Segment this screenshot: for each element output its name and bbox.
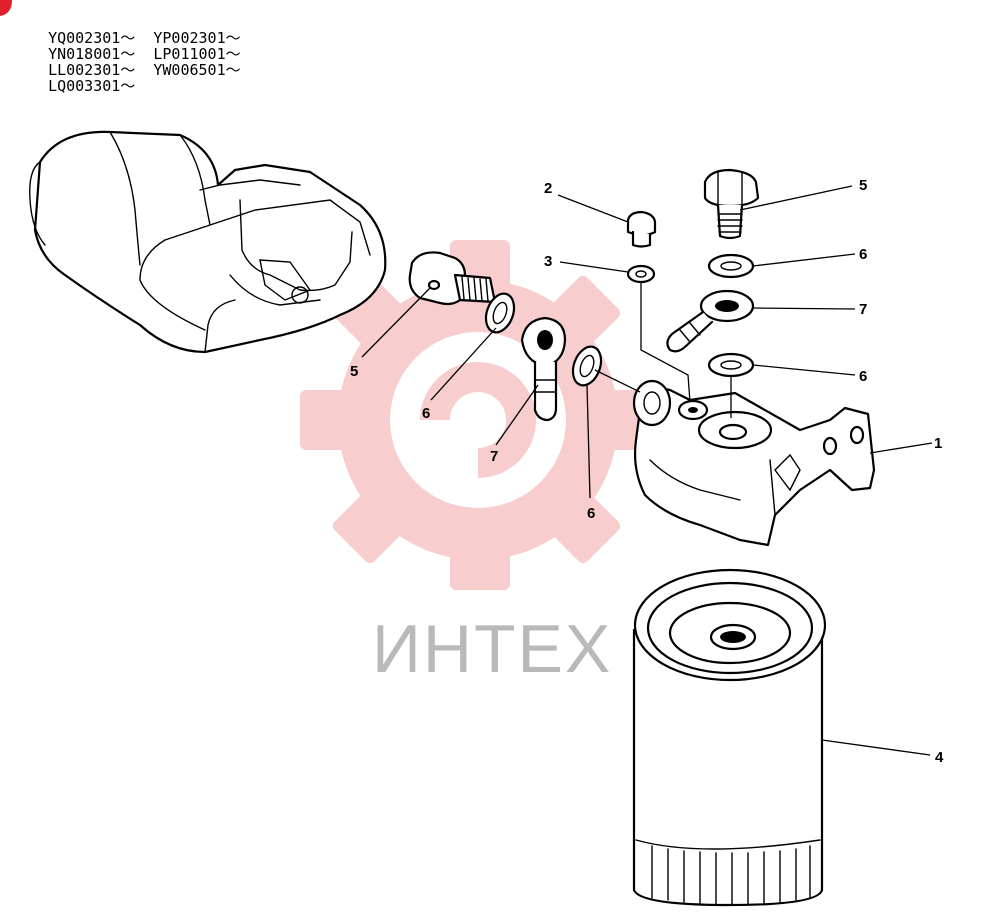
serial-number-row: YQ002301～ YP002301～ bbox=[30, 14, 241, 46]
part-4-filter-cartridge bbox=[632, 568, 827, 907]
part-5-bolt-top bbox=[703, 168, 760, 240]
callout-5-top: 5 bbox=[859, 177, 867, 194]
part-3-washer bbox=[626, 264, 656, 284]
callout-5-left: 5 bbox=[350, 363, 358, 380]
assembly-center-lines bbox=[594, 282, 732, 418]
callout-6-left: 6 bbox=[422, 405, 430, 422]
leader-lines bbox=[361, 185, 933, 756]
corner-marker bbox=[0, 0, 12, 16]
part-7-union-right bbox=[666, 289, 755, 353]
serial-number: LQ003301～ bbox=[48, 77, 136, 95]
part-6-gasket-mid bbox=[707, 352, 755, 378]
part-7-union-left bbox=[520, 316, 567, 422]
callout-1: 1 bbox=[934, 435, 942, 452]
part-2-plug bbox=[626, 210, 657, 248]
engine-illustration bbox=[29, 130, 387, 354]
callout-7-left: 7 bbox=[490, 448, 498, 465]
part-1-filter-head bbox=[632, 379, 876, 547]
callout-3: 3 bbox=[544, 253, 552, 270]
serial-number: YP002301～ bbox=[153, 29, 241, 47]
serial-number: LP011001～ bbox=[153, 45, 241, 63]
watermark-gear-logo bbox=[300, 240, 652, 590]
callout-7-right: 7 bbox=[859, 301, 867, 318]
callouts: 1 2 3 4 5 5 6 6 6 6 7 7 bbox=[350, 177, 944, 766]
serial-number: YW006501～ bbox=[153, 61, 241, 79]
part-6-gasket-center bbox=[571, 345, 603, 387]
serial-number-row: LQ003301～ bbox=[30, 62, 135, 94]
serial-number-row: LL002301～ YW006501～ bbox=[30, 46, 241, 78]
callout-6-mid: 6 bbox=[859, 368, 867, 385]
serial-number: YQ002301～ bbox=[48, 29, 136, 47]
callout-4: 4 bbox=[935, 749, 944, 766]
callout-6-center: 6 bbox=[587, 505, 595, 522]
serial-number: LL002301～ bbox=[48, 61, 136, 79]
part-6-gasket-top bbox=[707, 253, 755, 279]
callout-2: 2 bbox=[544, 180, 552, 197]
serial-number: YN018001～ bbox=[48, 45, 136, 63]
serial-number-row: YN018001～ LP011001～ bbox=[30, 30, 241, 62]
watermark-text: ИНТЕХ bbox=[372, 611, 612, 687]
callout-6-top: 6 bbox=[859, 246, 867, 263]
part-5-banjo-bolt-left bbox=[408, 251, 497, 306]
